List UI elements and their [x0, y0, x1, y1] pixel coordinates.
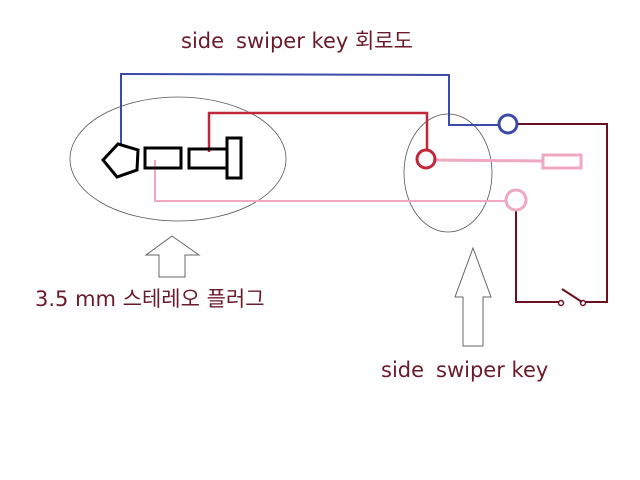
red-terminal [415, 148, 437, 170]
pink-contact [541, 153, 583, 170]
key-label-part1: side [381, 358, 425, 382]
dark-red-wire-left [515, 210, 560, 303]
pink-terminal [504, 188, 528, 212]
blue-terminal [497, 113, 519, 135]
title-part1: side [181, 29, 225, 53]
blue-wire [120, 72, 499, 145]
swiper-key-label: side swiper key [381, 358, 548, 382]
switch-blade [561, 288, 583, 303]
plug-enclosure [69, 96, 287, 222]
plug-ring [143, 146, 183, 170]
key-up-arrow-icon [454, 246, 492, 347]
pink-wire-key [432, 158, 544, 163]
swiper-key-enclosure [403, 113, 493, 233]
plug-up-arrow-icon [144, 235, 201, 278]
key-label-part2: swiper key [436, 358, 549, 382]
diagram-title: side swiper key 회로도 [181, 25, 413, 55]
title-part2: swiper key 회로도 [236, 29, 413, 53]
plug-label: 3.5 mm 스테레오 플러그 [35, 287, 265, 311]
plug-collar [225, 136, 243, 180]
plug-tip-pentagon [101, 142, 140, 179]
switch-contact-left [557, 299, 565, 307]
red-wire [207, 111, 429, 152]
dark-red-wire-right [517, 123, 608, 303]
pink-wire-plug [154, 160, 507, 202]
